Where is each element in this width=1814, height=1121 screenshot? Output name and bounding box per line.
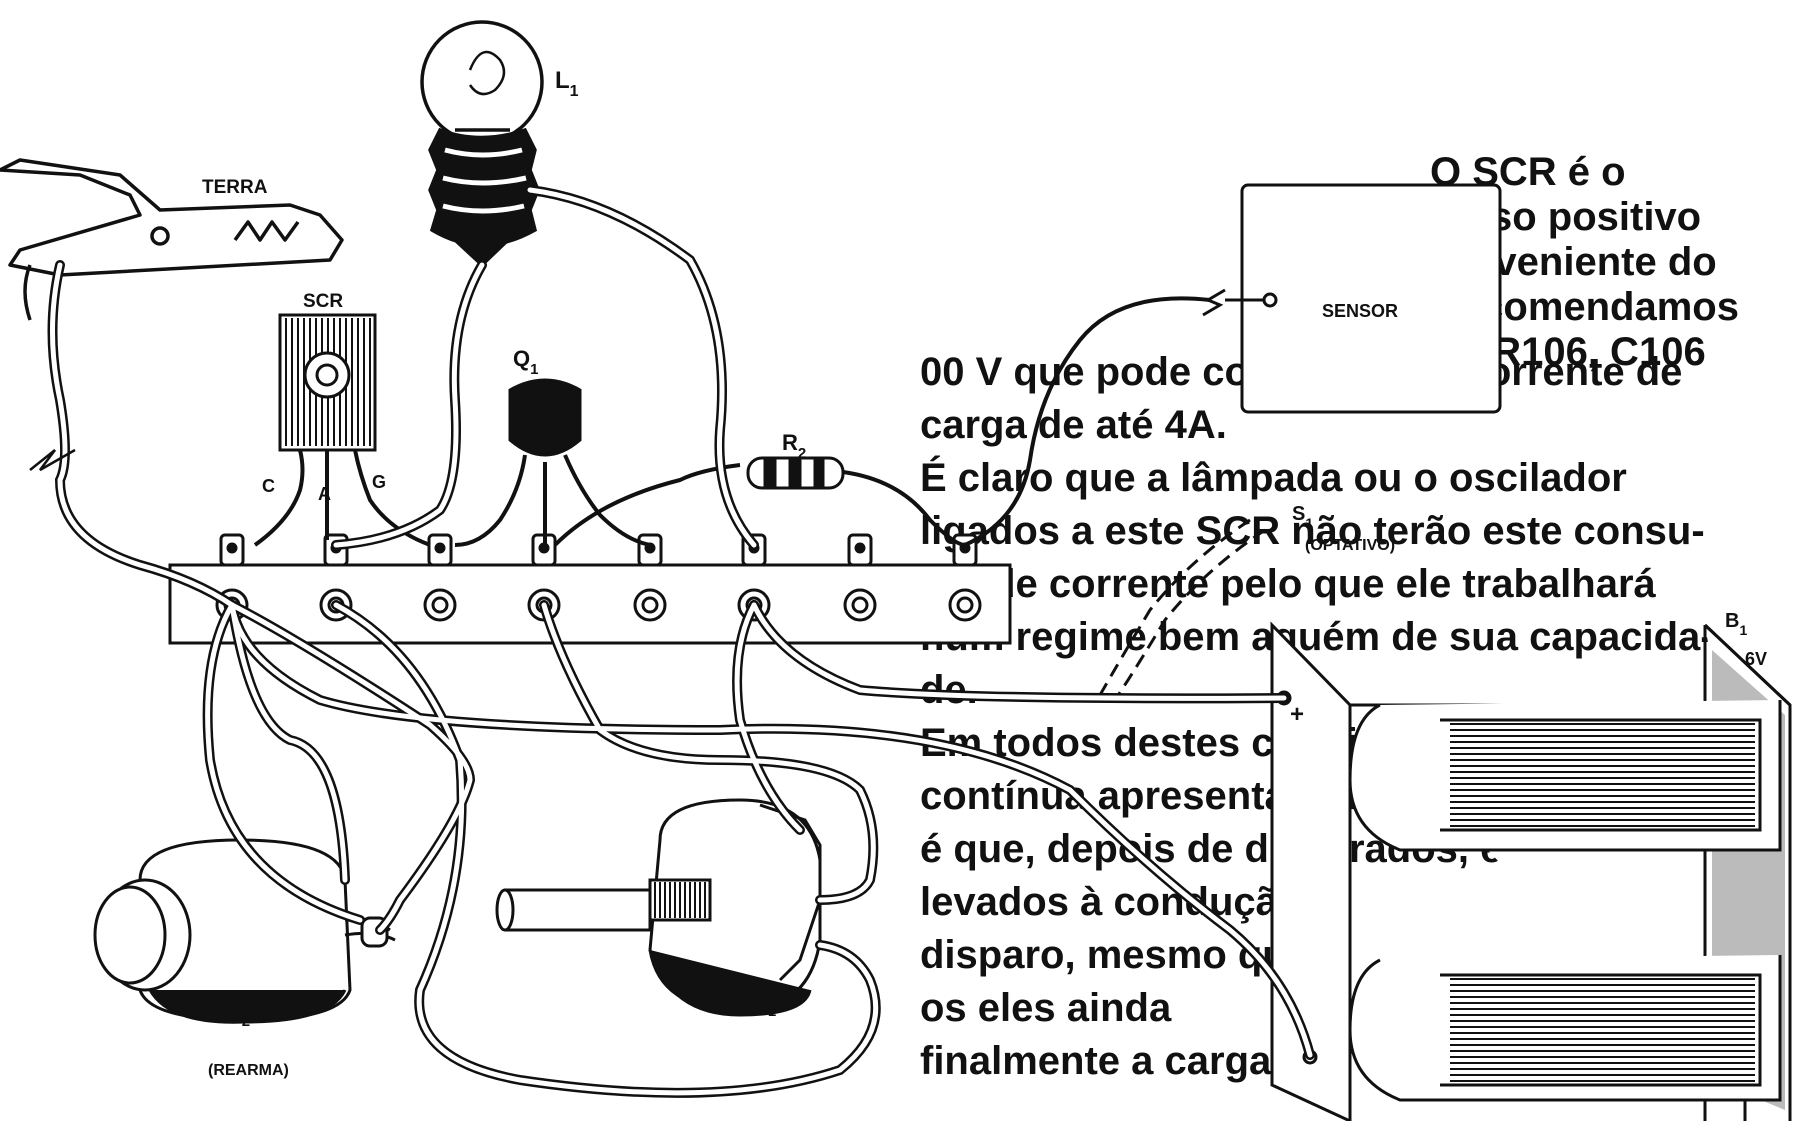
battery-label: B1 xyxy=(1725,610,1747,638)
sensor-label: SENSOR xyxy=(1322,301,1398,321)
terminal xyxy=(423,533,457,622)
terminal-strip xyxy=(168,533,1012,645)
switch-s2-label: S2 xyxy=(227,998,250,1030)
potentiometer-r1 xyxy=(495,798,822,1017)
bleed-through-line: os eles ainda xyxy=(920,986,1172,1030)
scr-label: SCR xyxy=(303,291,343,312)
scr-pin-a-label: A xyxy=(318,484,331,504)
bleed-through-line: É claro que a lâmpada ou o oscilador xyxy=(920,455,1627,500)
wire xyxy=(47,260,237,610)
bleed-through-line: carga de até 4A. xyxy=(920,403,1227,447)
pot-label: R1 xyxy=(752,988,776,1020)
transistor-label: Q1 xyxy=(513,346,538,378)
switch-s1-dashed xyxy=(1098,518,1266,701)
battery-voltage: 6V xyxy=(1745,649,1767,669)
ground-alligator-clip xyxy=(0,158,344,321)
battery-holder xyxy=(1270,621,1792,1121)
switch-s2-note: (REARMA) xyxy=(208,1062,289,1079)
sensor-box xyxy=(964,183,1502,547)
battery-plus: + xyxy=(1290,701,1304,728)
pushbutton-s2 xyxy=(93,838,396,1024)
bleed-through-line: mo de corrente pelo que ele trabalhará xyxy=(920,562,1657,606)
wire-break-mark xyxy=(29,448,76,472)
bleed-through-line: finalmente a carga xyxy=(920,1039,1272,1083)
scr-component xyxy=(253,313,431,547)
switch-s1-note: (OPTATIVO) xyxy=(1305,537,1395,554)
transistor-q1 xyxy=(454,378,651,547)
lamp-l1 xyxy=(420,20,544,268)
bleed-through-line: num regime bem aquém de sua capacida- xyxy=(920,615,1714,659)
bleed-through-line: levados à condução xyxy=(920,880,1302,924)
terminal xyxy=(843,533,877,622)
lamp-label: L1 xyxy=(555,67,579,100)
resistor-r2-label: R2 xyxy=(782,430,806,462)
bleed-through-line: ligados a este SCR não terão este consu- xyxy=(920,509,1705,553)
terminal xyxy=(633,533,667,622)
switch-s1-label: S1 xyxy=(1292,503,1313,531)
resistor-r2 xyxy=(553,456,966,547)
scr-pin-g-label: G xyxy=(372,472,386,492)
clip-label: TERRA xyxy=(202,177,268,198)
scr-pin-c-label: C xyxy=(262,476,275,496)
